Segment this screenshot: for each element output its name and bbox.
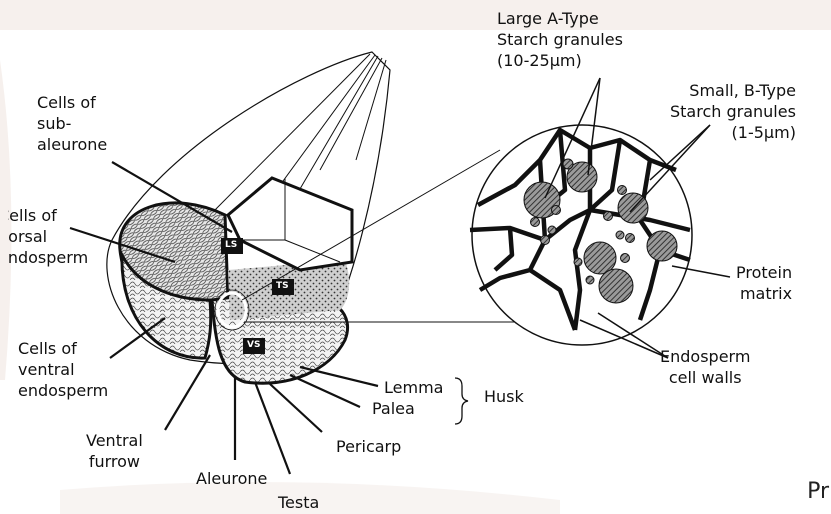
label-protein-matrix: Protein matrix (736, 262, 792, 304)
husk-brace (455, 378, 468, 424)
small-granule (541, 236, 550, 245)
large-granule (647, 231, 677, 261)
small-granule (618, 186, 627, 195)
label-husk: Husk (484, 386, 524, 407)
small-granule (626, 234, 635, 243)
small-granule (616, 231, 624, 239)
label-endosperm-walls: Endosperm cell walls (660, 346, 750, 388)
label-ventral-furrow: Ventral furrow (86, 430, 143, 472)
label-palea: Palea (372, 398, 415, 419)
leader-pericarp (270, 384, 322, 432)
label-ts: TS (276, 281, 289, 291)
label-cells-subaleurone: Cells of sub- aleurone (37, 92, 107, 155)
leader-testa (255, 382, 290, 474)
cut-face-box (228, 178, 352, 270)
leader-furrow (165, 355, 210, 430)
label-lemma: Lemma (384, 377, 443, 398)
label-aleurone: Aleurone (196, 468, 267, 489)
small-granule (552, 206, 561, 215)
label-small-b-type: Small, B-Type Starch granules (1-5µm) (670, 80, 796, 143)
label-large-a-type: Large A-Type Starch granules (10-25µm) (497, 8, 623, 71)
large-granule (599, 269, 633, 303)
leader-lemma (300, 367, 378, 386)
small-granule (531, 218, 540, 227)
label-cells-ventral: Cells of ventral endosperm (18, 338, 108, 401)
small-granule (586, 276, 594, 284)
small-granule (621, 254, 630, 263)
small-granule (604, 212, 613, 221)
label-cells-dorsal: Cells of dorsal endosperm (0, 205, 88, 268)
small-granule (563, 159, 573, 169)
label-pericarp: Pericarp (336, 436, 401, 457)
cropped-slide-text: Pr (807, 479, 829, 504)
small-granule (574, 258, 582, 266)
small-granule (548, 226, 556, 234)
label-vs: VS (247, 340, 260, 350)
label-ls: LS (225, 240, 237, 250)
label-testa: Testa (278, 492, 319, 513)
